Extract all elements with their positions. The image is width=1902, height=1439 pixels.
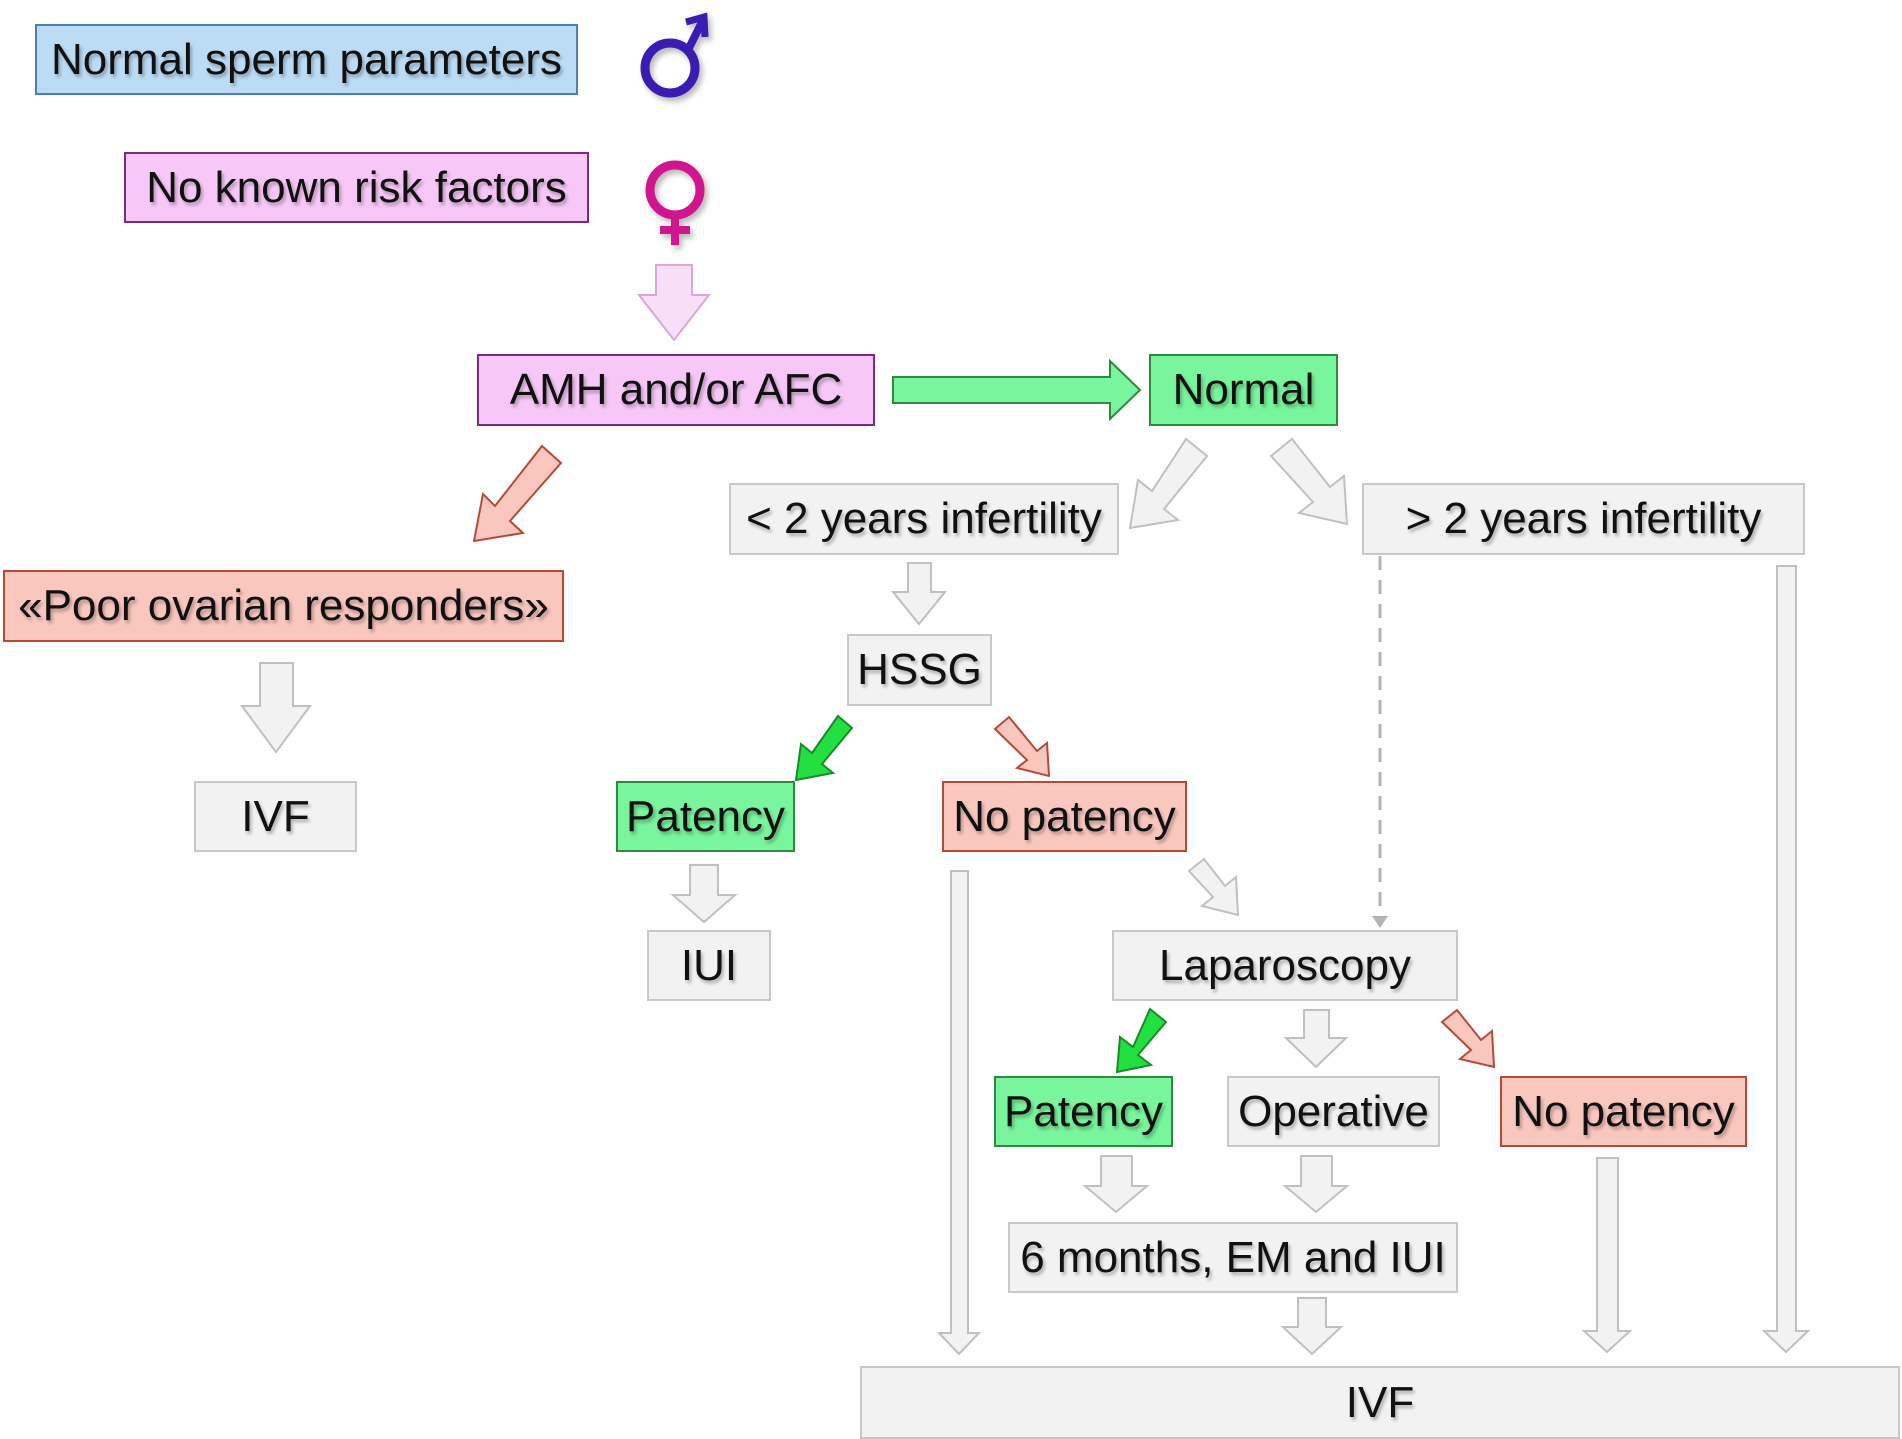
arrow-down-gray-operative-6m bbox=[1282, 1155, 1350, 1214]
poor-responders-box: «Poor ovarian responders» bbox=[3, 570, 564, 642]
arrow-diag-gray-gt2 bbox=[1269, 437, 1349, 526]
operative-box: Operative bbox=[1227, 1076, 1440, 1147]
arrow-down-gray-operative bbox=[1283, 1009, 1349, 1069]
arrow-diag-green-patency2 bbox=[1115, 1007, 1168, 1074]
normal-box: Normal bbox=[1149, 354, 1338, 426]
patency-box-2: Patency bbox=[994, 1076, 1173, 1147]
laparoscopy-box: Laparoscopy bbox=[1112, 930, 1458, 1001]
no-patency-box-2: No patency bbox=[1500, 1076, 1747, 1147]
arrow-long-gray-gt2-ivf bbox=[1761, 565, 1811, 1354]
arrow-long-gray-nopatency-ivf bbox=[936, 870, 982, 1356]
patency-box-1: Patency bbox=[616, 781, 795, 852]
lt2-years-box: < 2 years infertility bbox=[729, 483, 1119, 555]
arrow-down-gray-hssg bbox=[890, 562, 948, 626]
arrow-diag-red-nopatency bbox=[993, 715, 1051, 778]
arrow-right-green bbox=[892, 358, 1142, 422]
female-symbol-icon bbox=[645, 160, 705, 245]
arrow-diag-gray-laparoscopy bbox=[1187, 857, 1240, 917]
six-months-box: 6 months, EM and IUI bbox=[1008, 1222, 1458, 1293]
arrow-down-gray-patency-6m bbox=[1082, 1155, 1150, 1214]
dashed-arrowhead bbox=[1372, 916, 1388, 928]
arrow-diag-green-patency bbox=[794, 714, 854, 782]
arrow-diag-red-nopatency2 bbox=[1440, 1008, 1496, 1069]
arrow-down-pink bbox=[636, 264, 712, 342]
arrow-down-gray-iui bbox=[670, 864, 738, 924]
arrow-down-gray-ivf-left bbox=[240, 662, 312, 754]
no-risk-box: No known risk factors bbox=[124, 152, 589, 223]
arrow-down-gray-6m-ivf bbox=[1280, 1297, 1344, 1356]
arrow-diag-red-poor bbox=[472, 444, 563, 543]
ivf-bottom-box: IVF bbox=[860, 1366, 1900, 1439]
amh-afc-box: AMH and/or AFC bbox=[477, 354, 875, 426]
normal-sperm-box: Normal sperm parameters bbox=[35, 24, 578, 95]
male-symbol-icon bbox=[640, 12, 709, 98]
arrow-down-gray-nopatency2-ivf bbox=[1581, 1157, 1633, 1354]
no-patency-box-1: No patency bbox=[942, 781, 1187, 852]
hssg-box: HSSG bbox=[847, 634, 992, 706]
iui-box: IUI bbox=[647, 930, 771, 1001]
ivf-left-box: IVF bbox=[194, 781, 357, 852]
arrow-diag-gray-lt2 bbox=[1128, 437, 1209, 530]
gt2-years-box: > 2 years infertility bbox=[1362, 483, 1805, 555]
